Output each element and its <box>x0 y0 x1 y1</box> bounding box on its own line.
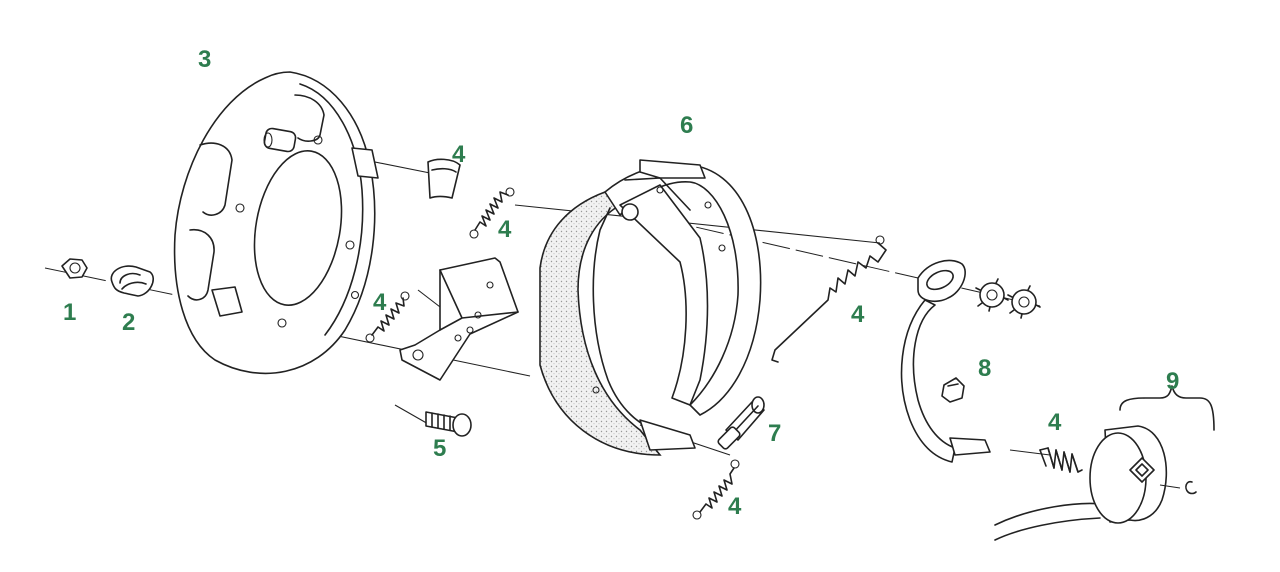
lever-clip-part <box>941 377 965 403</box>
lock-washer-part <box>110 265 154 297</box>
label-nut: 1 <box>63 299 76 326</box>
magnet-brace <box>1119 385 1215 431</box>
label-backing-plate: 3 <box>198 46 211 73</box>
backing-plate-part <box>173 71 379 375</box>
bottom-spring-part <box>692 459 740 520</box>
magnet-part <box>994 425 1197 541</box>
star-washer-part <box>975 278 1041 319</box>
label-lock-washer: 2 <box>122 309 135 336</box>
label-adjuster: 7 <box>768 420 781 447</box>
label-magnet-spring: 4 <box>1048 409 1062 436</box>
label-left-spring: 4 <box>373 289 387 316</box>
callout-labels: 1 2 3 4 4 4 4 4 4 5 6 7 8 9 <box>63 46 1179 520</box>
left-spring-part <box>365 291 410 343</box>
label-bolt: 5 <box>433 435 446 462</box>
brake-shoe-part <box>539 159 762 456</box>
adjuster-bracket-part <box>399 257 519 381</box>
spring-clip-part <box>427 158 461 199</box>
label-upper-spring: 4 <box>498 216 512 243</box>
magnet-spring-part <box>1039 447 1083 473</box>
label-magnet: 9 <box>1166 368 1179 395</box>
label-bottom-spring: 4 <box>728 493 742 520</box>
lever-arm-part <box>900 259 991 463</box>
nut-part <box>61 258 88 279</box>
label-brake-shoe: 6 <box>680 112 693 139</box>
label-adjuster-spring: 4 <box>851 301 865 328</box>
adjuster-part <box>717 396 765 450</box>
label-actuating-lever: 8 <box>978 355 991 382</box>
label-spring-clip: 4 <box>452 141 466 168</box>
adjuster-spring-part <box>771 235 887 363</box>
upper-spring-part <box>469 187 515 239</box>
bolt-part <box>425 411 472 437</box>
